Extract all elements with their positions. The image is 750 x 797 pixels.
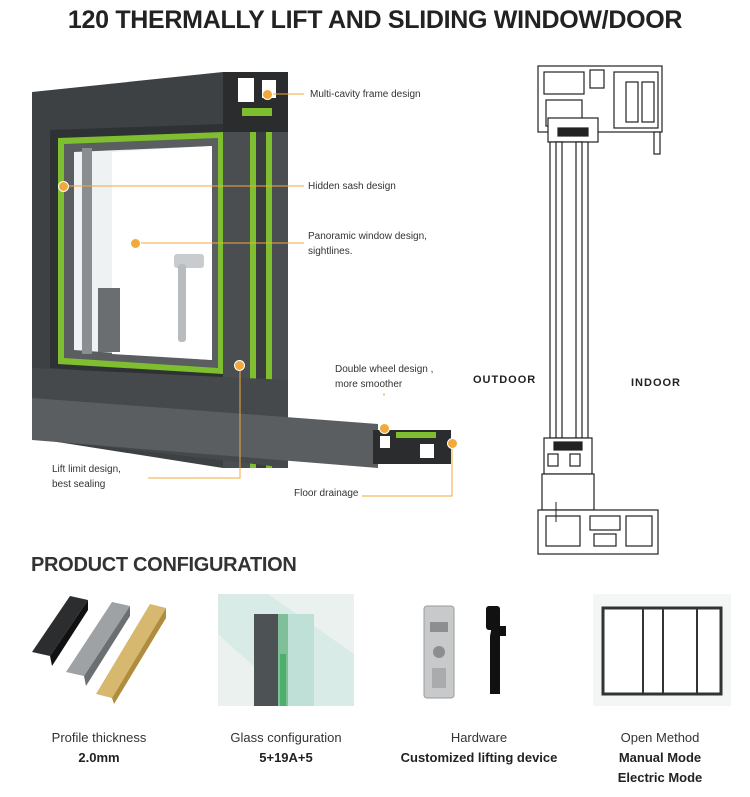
open-method-image [593,594,731,706]
callout-hidden-sash: Hidden sash design [308,181,396,192]
label-outdoor: OUTDOOR [473,374,537,386]
callout-dot-panoramic [130,238,141,249]
glass-image [218,594,354,706]
hardware-image [423,605,506,699]
caption-glass: Glass configuration 5+19A+5 [230,730,342,765]
callout-panoramic: Panoramic window design, sightlines. [308,231,427,257]
callout-multi-cavity: Multi-cavity frame design [310,89,421,100]
callout-dot-lift-limit [234,360,245,371]
window-illustration [32,72,451,468]
callout-double-wheel: Double wheel design , more smoother [335,364,434,390]
callout-lift-limit: Lift limit design, best sealing [52,464,121,490]
profile-image [32,596,166,704]
label-indoor: INDOOR [631,377,681,389]
callout-dot-multi-cavity [262,89,273,100]
callout-dot-hidden-sash [58,181,69,192]
page-title: 120 THERMALLY LIFT AND SLIDING WINDOW/DO… [67,6,683,34]
config-title: PRODUCT CONFIGURATION [31,554,297,576]
caption-profile: Profile thickness 2.0mm [51,730,147,765]
callout-floor-drainage: Floor drainage [294,488,359,499]
callout-dot-double-wheel [379,423,390,434]
caption-hardware: Hardware Customized lifting device [400,730,558,765]
callout-dot-floor-drainage [447,438,458,449]
section-drawing [537,65,663,555]
caption-open-method: Open Method Manual Mode Electric Mode [617,730,703,785]
